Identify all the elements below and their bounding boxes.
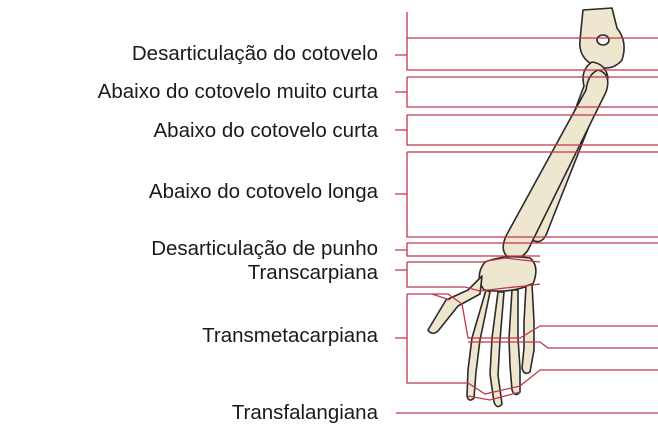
- label-desart-cotovelo: Desarticulação do cotovelo: [132, 44, 378, 65]
- finger-little: [522, 284, 534, 373]
- arm-bones: [428, 8, 624, 407]
- label-desart-punho: Desarticulação de punho: [151, 239, 378, 260]
- label-transmetacarpiana: Transmetacarpiana: [202, 326, 378, 347]
- finger-index: [467, 290, 490, 400]
- label-transcarpiana: Transcarpiana: [248, 263, 378, 284]
- label-abaixo-curta: Abaixo do cotovelo curta: [154, 121, 379, 142]
- radius-bone: [503, 70, 608, 258]
- thumb-bones: [428, 276, 482, 333]
- level-line-abaixo-muito-curta: [395, 77, 658, 107]
- finger-middle: [490, 292, 504, 407]
- level-line-abaixo-curta: [395, 115, 658, 145]
- label-transfalangiana: Transfalangiana: [232, 403, 378, 424]
- label-abaixo-longa: Abaixo do cotovelo longa: [149, 182, 378, 203]
- level-line-transfalangiana: [396, 392, 658, 413]
- label-abaixo-muito-curta: Abaixo do cotovelo muito curta: [98, 82, 378, 103]
